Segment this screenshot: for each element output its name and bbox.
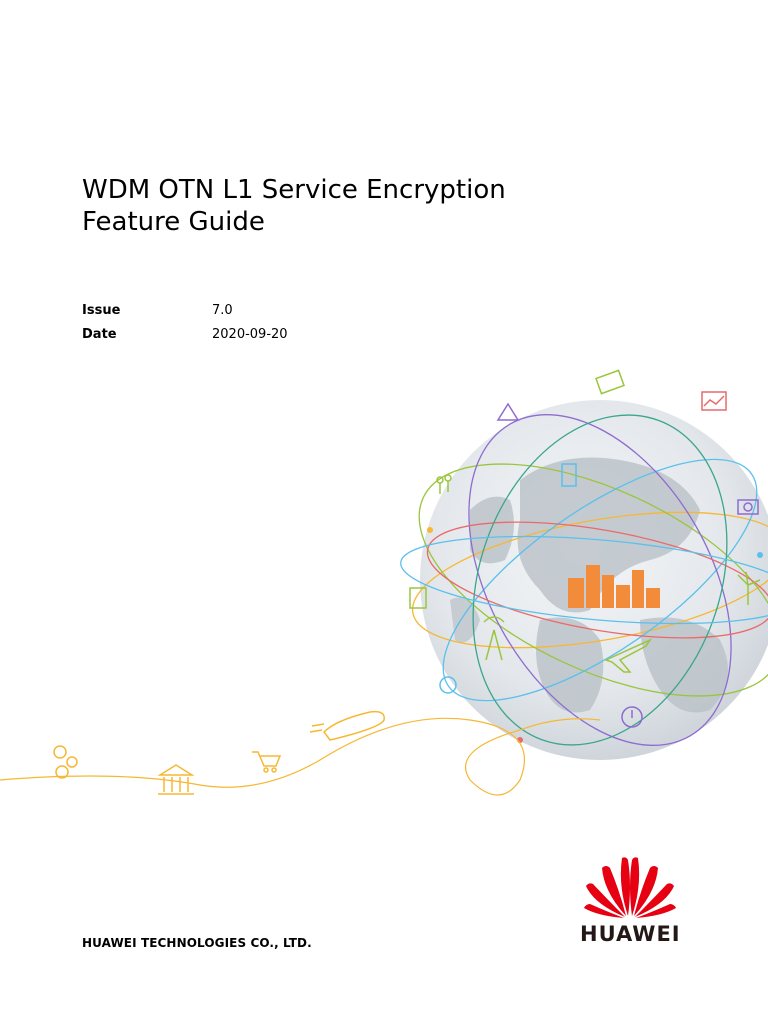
tree-icon — [496, 402, 520, 421]
title-line-2: Feature Guide — [82, 207, 265, 237]
shopping-cart-icon — [252, 751, 282, 773]
issue-value: 7.0 — [212, 303, 233, 318]
bank-icon — [157, 764, 195, 795]
huawei-wordmark: HUAWEI — [580, 922, 681, 946]
document-title: WDM OTN L1 Service Encryption Feature Gu… — [82, 174, 642, 238]
date-label: Date — [82, 327, 117, 342]
airplane-icon — [603, 638, 653, 673]
orbit-rings — [400, 414, 768, 746]
fuel-pump-icon — [561, 463, 577, 487]
connected-world-illustration — [0, 369, 768, 796]
huawei-logo-icon — [584, 857, 676, 918]
chart-icon — [701, 391, 727, 411]
people-icon — [436, 474, 452, 494]
issue-row: Issue 7.0 — [82, 299, 288, 323]
camera-icon — [737, 499, 759, 515]
signal-tower-icon — [483, 616, 505, 661]
pie-icon — [439, 676, 457, 694]
gears-icon — [53, 745, 78, 779]
document-meta: Issue 7.0 Date 2020-09-20 — [82, 299, 288, 347]
city-buildings-icon — [568, 565, 660, 608]
title-line-1: WDM OTN L1 Service Encryption — [82, 175, 506, 205]
money-icon — [595, 369, 625, 395]
company-name: HUAWEI TECHNOLOGIES CO., LTD. — [82, 936, 312, 950]
document-icon — [409, 587, 427, 609]
landscape-line — [0, 717, 601, 796]
power-icon — [621, 706, 643, 728]
date-value: 2020-09-20 — [212, 327, 288, 342]
train-icon — [309, 710, 385, 741]
issue-label: Issue — [82, 303, 121, 318]
wind-turbine-icon — [737, 571, 761, 605]
date-row: Date 2020-09-20 — [82, 323, 288, 347]
